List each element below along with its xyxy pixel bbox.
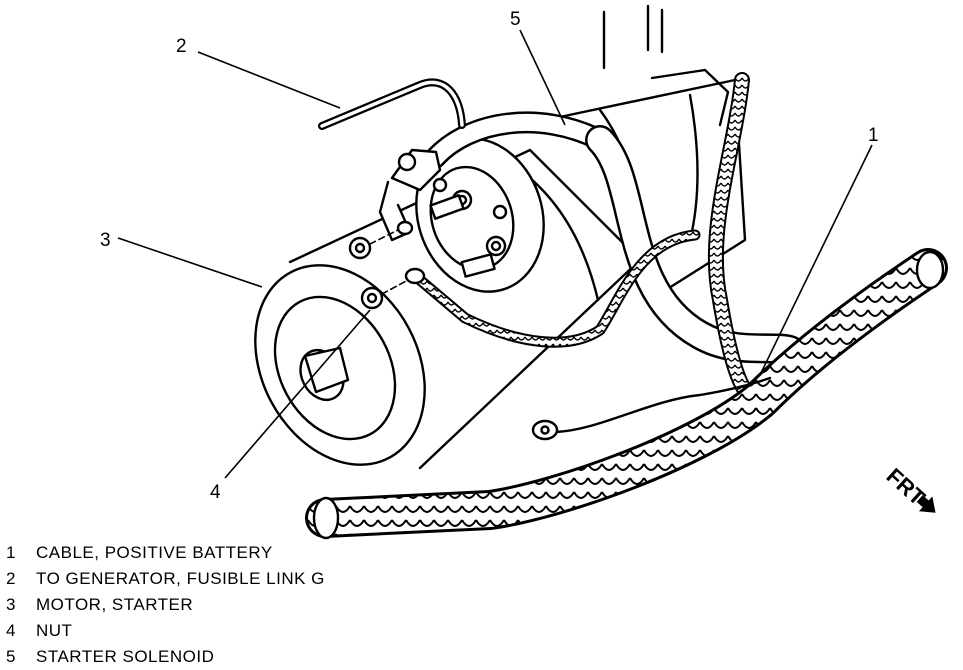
callout-5: 5: [510, 9, 521, 30]
solenoid-terminal-upper: [429, 189, 473, 220]
legend-label: STARTER SOLENOID: [36, 647, 215, 666]
leader-line-1: [759, 144, 873, 376]
parts-legend: 1 CABLE, POSITIVE BATTERY 2 TO GENERATOR…: [6, 540, 426, 670]
starter-motor: [254, 78, 747, 470]
generator-fusible-link-wire: [318, 78, 466, 130]
legend-number: 1: [6, 543, 16, 562]
nut: [348, 220, 426, 310]
legend-item: 4 NUT: [6, 618, 426, 644]
front-direction-indicator: FRT: [882, 463, 936, 513]
leader-line-5: [519, 29, 566, 126]
callout-3: 3: [100, 230, 111, 251]
engine-bracket: [602, 4, 730, 127]
front-arrow-icon: [916, 495, 936, 513]
wiring-harness-loom: [305, 72, 948, 540]
positive-battery-cable: [378, 111, 805, 365]
leader-line-2: [197, 51, 341, 109]
ground-wire: [531, 376, 772, 441]
legend-number: 3: [6, 595, 16, 614]
legend-number: 2: [6, 569, 16, 588]
legend-item: 1 CABLE, POSITIVE BATTERY: [6, 540, 426, 566]
legend-item: 2 TO GENERATOR, FUSIBLE LINK G: [6, 566, 426, 592]
legend-item: 5 STARTER SOLENOID: [6, 644, 426, 670]
leader-line-4: [224, 309, 371, 479]
callout-1: 1: [868, 125, 879, 146]
legend-label: MOTOR, STARTER: [36, 595, 194, 614]
legend-item: 3 MOTOR, STARTER: [6, 592, 426, 618]
solenoid-terminal-lower: [460, 235, 507, 278]
legend-number: 4: [6, 621, 16, 640]
legend-label: NUT: [36, 621, 73, 640]
legend-number: 5: [6, 647, 16, 666]
callout-2: 2: [176, 36, 187, 57]
legend-label: CABLE, POSITIVE BATTERY: [36, 543, 273, 562]
leader-line-3: [117, 237, 263, 288]
callout-4: 4: [210, 482, 221, 503]
legend-label: TO GENERATOR, FUSIBLE LINK G: [36, 569, 325, 588]
